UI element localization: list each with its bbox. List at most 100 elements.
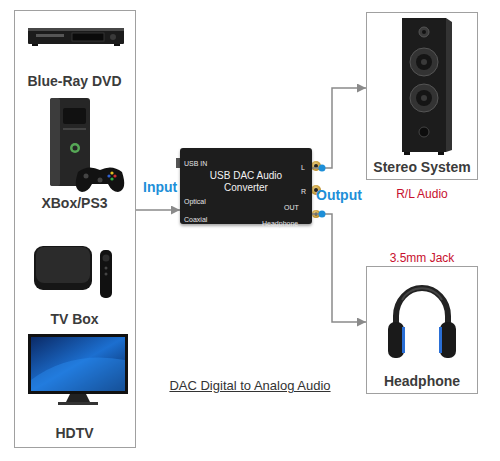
text-slot: R/L Audio	[366, 184, 478, 202]
tv-box-illustration-part	[100, 250, 112, 298]
game-console-illustration-part	[63, 108, 86, 124]
headphone-illustration-part	[439, 327, 442, 353]
game-console-illustration-part	[110, 177, 113, 180]
tv-box-illustration	[34, 246, 112, 298]
game-console-illustration-part	[50, 98, 60, 186]
headphone-illustration-part	[388, 322, 404, 358]
game-console-illustration-part	[76, 167, 125, 192]
game-console-illustration-part	[113, 174, 116, 177]
text-slot: Output	[316, 186, 362, 204]
game-console-illustration-part	[110, 171, 113, 174]
dvd-player-illustration-part	[28, 28, 124, 44]
hdtv-illustration-part	[31, 358, 125, 392]
speaker-illustration-part	[419, 127, 429, 137]
connector	[312, 214, 366, 322]
headphone-illustration-part	[440, 322, 456, 358]
hdtv-illustration-part	[66, 394, 90, 402]
output-text: Output	[316, 187, 362, 203]
hdtv-illustration-part	[31, 337, 125, 391]
caption-text: DAC Digital to Analog Audio	[169, 378, 330, 393]
speaker-illustration-part	[404, 152, 410, 155]
edge-label: Input	[143, 179, 177, 195]
source-label: Blue-Ray DVD	[27, 73, 121, 89]
game-console-illustration-part	[70, 143, 80, 153]
text-slot: 3.5mm Jack	[366, 248, 478, 266]
source-item: XBox/PS3	[15, 95, 134, 215]
speaker-illustration	[402, 18, 452, 155]
dvd-player-illustration-part	[110, 34, 116, 40]
game-console-illustration-part	[98, 178, 103, 183]
text-slot: R	[301, 180, 306, 198]
port-label: Optical	[184, 198, 206, 205]
hdtv-illustration	[28, 334, 128, 405]
output-label: Headphone	[384, 373, 460, 389]
text-slot: DAC Digital to Analog Audio	[140, 376, 360, 394]
text-slot: OUT	[284, 196, 299, 214]
text-slot: USB IN	[184, 152, 207, 170]
speaker-illustration-part	[402, 18, 446, 152]
tv-box-illustration-part	[36, 247, 90, 283]
output-label: Stereo System	[373, 159, 470, 175]
tv-box-illustration-part	[34, 246, 92, 290]
hdtv-illustration-part	[58, 402, 98, 405]
source-item: HDTV	[15, 333, 134, 445]
dvd-player-illustration-part	[32, 44, 38, 46]
speaker-illustration-part	[419, 27, 429, 37]
device-title: USB DAC Audio Converter	[206, 170, 286, 193]
source-item: TV Box	[15, 223, 134, 331]
source-panel: Blue-Ray DVD XBox/PS3 TV BoxHDTV	[14, 10, 136, 448]
dvd-player-illustration-part	[36, 34, 64, 37]
tv-box-illustration-part	[103, 255, 110, 262]
speaker-illustration-part	[438, 152, 444, 155]
speaker-illustration-part	[416, 90, 432, 106]
note-text: 3.5mm Jack	[390, 251, 455, 265]
speaker-illustration-part	[421, 59, 427, 65]
text-slot: L	[301, 156, 305, 174]
output-dot	[319, 165, 326, 172]
converter-device: USB DAC Audio Converter USB IN OpticalCoax…	[180, 148, 312, 224]
speaker-illustration-part	[421, 95, 427, 101]
port-label: R	[301, 188, 306, 195]
speaker-illustration-part	[416, 54, 432, 70]
speaker-illustration-part	[446, 18, 452, 152]
tv-box-illustration-part	[105, 273, 108, 276]
text-slot: USB DAC Audio Converter	[206, 170, 286, 195]
connector	[312, 88, 366, 168]
headphone-illustration-part	[402, 288, 442, 300]
port-label: USB IN	[184, 160, 207, 167]
output-box: Stereo System	[366, 12, 478, 180]
output-box: Headphone	[366, 266, 478, 394]
headphone-illustration	[388, 288, 456, 358]
tv-box-illustration-part	[105, 267, 108, 270]
game-console-illustration-part	[73, 146, 78, 151]
game-console-illustration-part	[107, 174, 110, 177]
port-label: Coaxial	[184, 216, 207, 223]
text-slot: Input	[143, 178, 177, 196]
dvd-player-illustration	[28, 28, 124, 46]
note-text: R/L Audio	[396, 187, 448, 201]
output-dot	[319, 211, 326, 218]
text-slot: Optical	[184, 190, 206, 208]
source-item: Blue-Ray DVD	[15, 13, 134, 93]
port-label: L	[301, 164, 305, 171]
dvd-player-illustration-part	[114, 44, 120, 46]
hdtv-illustration-part	[28, 334, 128, 394]
speaker-illustration-part	[410, 84, 438, 112]
source-label: TV Box	[50, 311, 98, 327]
dvd-player-illustration-part	[72, 33, 104, 41]
game-console-illustration-part	[84, 174, 89, 179]
dvd-player-illustration-part	[28, 28, 124, 31]
speaker-illustration-part	[422, 30, 426, 34]
text-slot: Coaxial	[184, 208, 207, 226]
source-label: XBox/PS3	[41, 195, 107, 211]
game-console-illustration	[50, 98, 124, 192]
port-label: OUT	[284, 204, 299, 211]
speaker-illustration-part	[410, 48, 438, 76]
port-label: Headphone	[262, 220, 298, 227]
game-console-illustration-part	[63, 128, 86, 130]
source-label: HDTV	[55, 425, 93, 441]
headphone-illustration-part	[402, 327, 405, 353]
text-slot: Headphone	[262, 212, 298, 230]
connector	[136, 209, 180, 211]
